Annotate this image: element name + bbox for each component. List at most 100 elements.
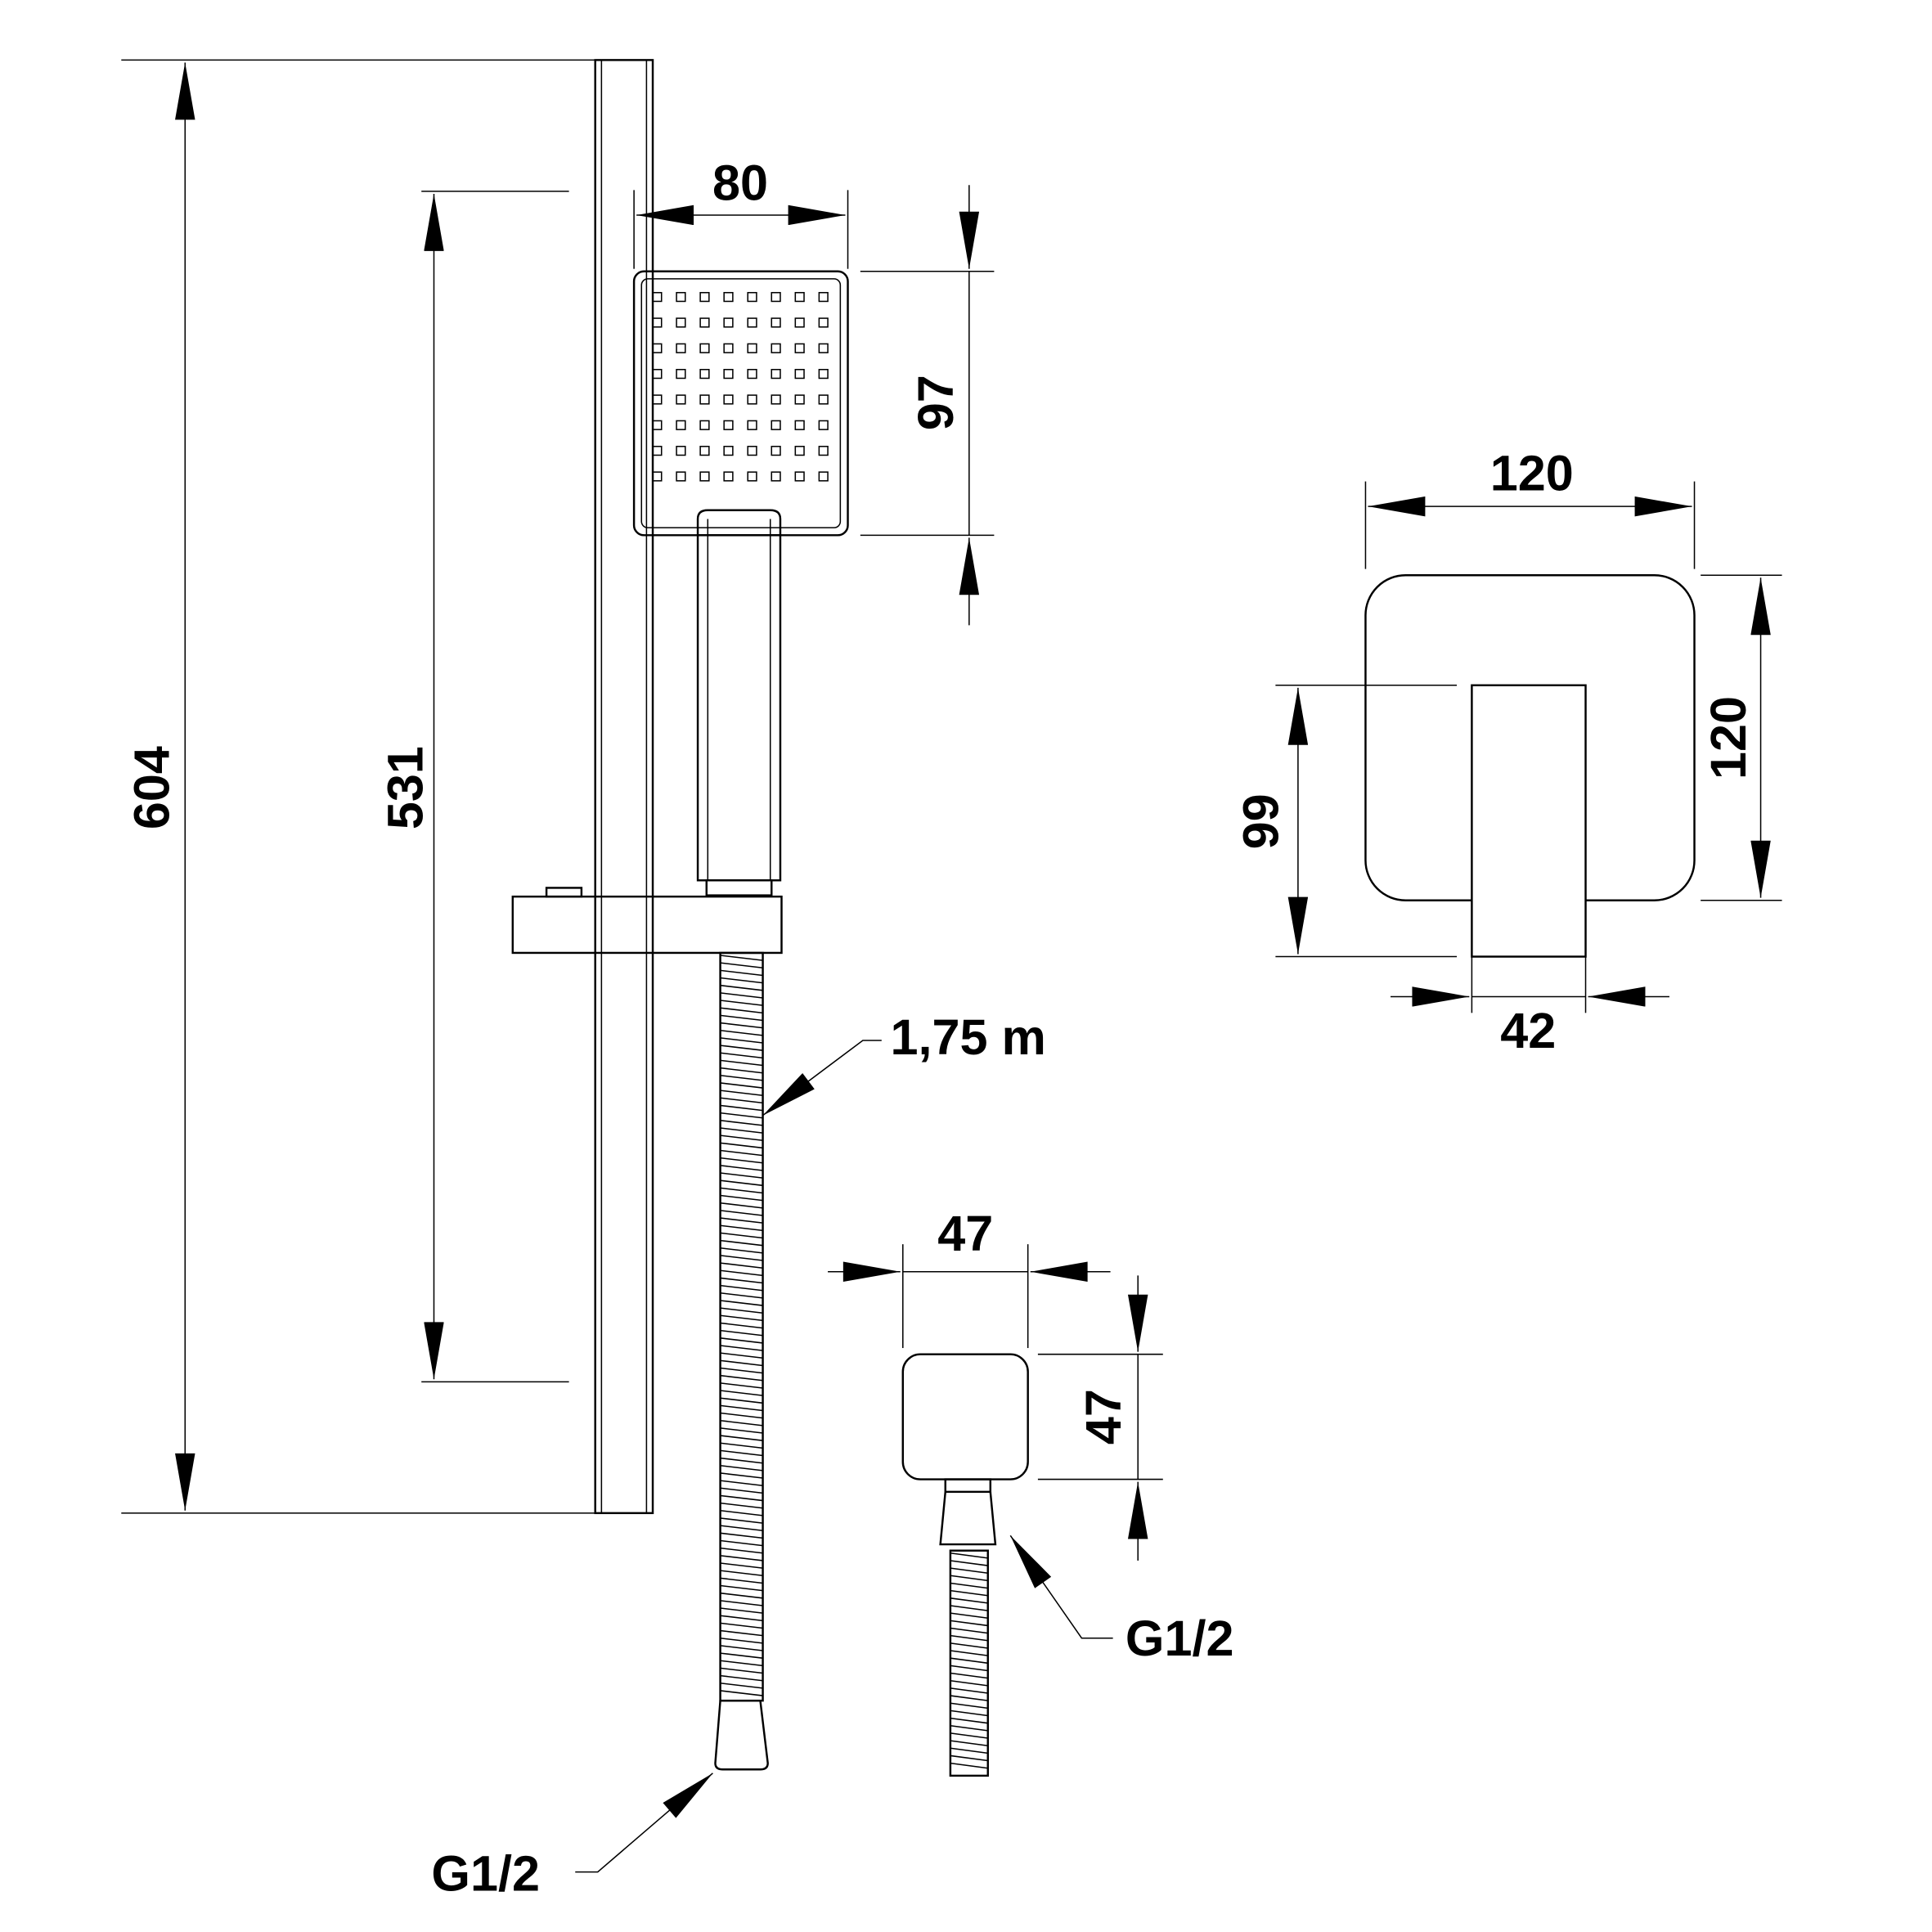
hose-coil <box>720 1584 763 1592</box>
hose-coil <box>950 1575 988 1582</box>
hose-coil <box>720 1082 763 1089</box>
hose-coil <box>720 1547 763 1554</box>
svg-text:120: 120 <box>1701 696 1756 780</box>
nozzle <box>723 394 734 405</box>
hose-coil <box>950 1665 988 1672</box>
hose-coil <box>720 1674 763 1682</box>
hose-coil <box>720 1660 763 1667</box>
hose-coil <box>720 1269 763 1277</box>
dimension-valve-width: 120 <box>1364 445 1696 569</box>
dimension-valve-height: 120 <box>1701 574 1782 901</box>
hose-coil <box>720 1442 763 1449</box>
hose-coil <box>720 1435 763 1441</box>
nozzle <box>723 317 734 328</box>
hose-coil <box>950 1627 988 1634</box>
hose-coil <box>720 1149 763 1157</box>
nozzle <box>794 394 805 405</box>
hose-coil <box>950 1560 988 1566</box>
hose-coil <box>720 1480 763 1486</box>
nozzle <box>699 291 710 303</box>
nozzle <box>676 291 686 303</box>
svg-text:47: 47 <box>1076 1389 1131 1445</box>
hose-coil <box>720 1097 763 1104</box>
nozzle <box>771 446 781 456</box>
hose-coil <box>950 1597 988 1604</box>
hose-coil <box>720 1022 763 1029</box>
nozzle <box>818 394 829 405</box>
hose-coil <box>720 1464 763 1471</box>
hose-coil <box>720 1187 763 1194</box>
nozzle <box>723 368 734 380</box>
nozzle <box>794 471 805 482</box>
hose-coil <box>720 1667 763 1674</box>
nozzle <box>771 291 781 303</box>
nozzle <box>747 471 757 482</box>
nozzle <box>676 420 686 430</box>
hose-coil <box>950 1582 988 1589</box>
svg-text:99: 99 <box>1233 793 1288 849</box>
nozzle <box>794 291 805 303</box>
hose-coil <box>720 1045 763 1051</box>
hose-coil <box>950 1732 988 1739</box>
nozzle <box>723 420 734 430</box>
outlet-thread-callout: G1/2 <box>1009 1534 1233 1666</box>
hose-length-label: 1,75 m <box>891 1009 1046 1065</box>
hose-coil <box>720 1487 763 1494</box>
hose-coil <box>720 1300 763 1306</box>
nozzle <box>747 446 757 456</box>
hose-coil <box>720 1127 763 1134</box>
nozzle <box>723 446 734 456</box>
hose-coil <box>950 1650 988 1656</box>
nozzle <box>771 317 781 328</box>
hose-coil <box>720 1592 763 1599</box>
wall-outlet <box>901 1353 1029 1777</box>
nozzle <box>699 394 710 405</box>
nozzle <box>747 317 757 328</box>
hose-coil <box>720 992 763 999</box>
hand-shower <box>632 270 849 896</box>
nozzle <box>771 420 781 430</box>
hose-coil <box>720 1037 763 1044</box>
hose-coil <box>950 1672 988 1679</box>
nozzle <box>771 368 781 380</box>
hose-coil <box>950 1702 988 1710</box>
nozzle <box>652 317 663 328</box>
hose-coil <box>720 1555 763 1561</box>
nozzle <box>652 446 663 456</box>
nozzle <box>699 343 710 353</box>
hose-coil <box>720 1570 763 1577</box>
slide-rail <box>594 59 654 1515</box>
hose-coil <box>720 1329 763 1337</box>
hose-coil <box>950 1695 988 1701</box>
nozzle <box>723 291 734 303</box>
hose-coil <box>950 1710 988 1717</box>
hose-coil <box>720 1067 763 1074</box>
hose-coil <box>720 1224 763 1232</box>
hose-coil <box>720 1539 763 1547</box>
hose-coil <box>720 1194 763 1202</box>
hose-coil <box>720 1014 763 1022</box>
hose-coil <box>720 1165 763 1171</box>
hose-coil <box>720 1277 763 1284</box>
hose-coil <box>720 1172 763 1179</box>
nozzle <box>771 394 781 405</box>
nozzle <box>747 394 757 405</box>
hose-coil <box>720 1419 763 1427</box>
hose-length-callout: 1,75 m <box>762 1009 1046 1117</box>
hose-coil <box>950 1724 988 1732</box>
hose-coil <box>720 1472 763 1479</box>
hose-coil <box>950 1620 988 1627</box>
hose-coil <box>720 1615 763 1622</box>
hose-coil <box>720 1210 763 1216</box>
nozzle <box>652 343 663 353</box>
hose-coil <box>720 1622 763 1629</box>
svg-text:120: 120 <box>1490 445 1574 501</box>
svg-text:47: 47 <box>937 1206 993 1261</box>
nozzle <box>818 343 829 353</box>
hose-coil <box>720 1517 763 1524</box>
wall-valve-plate <box>1364 574 1696 958</box>
hose-coil <box>720 977 763 984</box>
nozzle <box>676 471 686 482</box>
hose-coil <box>720 1255 763 1261</box>
hose-coil <box>720 1232 763 1239</box>
